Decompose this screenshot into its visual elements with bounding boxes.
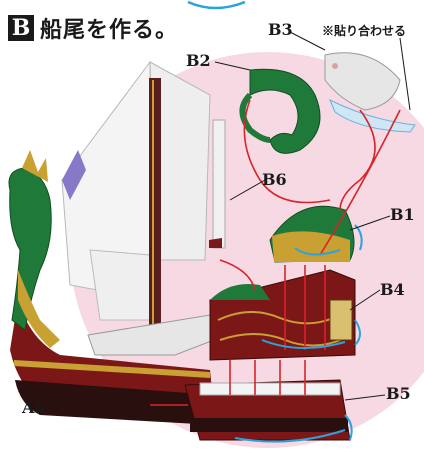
b3-head [324, 52, 401, 111]
step-header: B 船尾を作る。 [8, 12, 178, 44]
leader-b6 [229, 179, 266, 201]
leader-lines [34, 31, 411, 406]
b6-tab [209, 238, 222, 248]
b4-ornament [217, 310, 341, 325]
hull-bow-dark [15, 380, 215, 425]
note-glue: ※貼り合わせる [322, 24, 407, 38]
leader-a6 [34, 394, 66, 406]
step-title: 船尾を作る。 [40, 17, 179, 43]
step-badge: B [8, 15, 34, 41]
b5-band [190, 418, 348, 432]
arrow-b1-up [319, 109, 401, 256]
hull-gold-band [14, 360, 210, 378]
blue-b4 [261, 339, 346, 349]
arrow-b2-down [243, 99, 331, 204]
label-b5: B5 [386, 384, 411, 403]
dragon-crest [22, 150, 48, 182]
red-arrows [150, 99, 401, 406]
leader-b5 [344, 394, 386, 401]
mast-stripe [152, 80, 154, 326]
arrow-b6-b4 [219, 259, 256, 291]
blue-b1-right [354, 224, 363, 251]
b2-serpent [249, 68, 321, 154]
blue-arrows [234, 224, 363, 443]
blue-b5 [234, 429, 346, 443]
leader-b3 [289, 31, 326, 51]
leader-b1 [349, 215, 391, 231]
purple-sail-edge [62, 150, 86, 200]
label-b1: B1 [390, 205, 415, 224]
b6-piece [212, 119, 226, 249]
leader-b2 [214, 61, 251, 71]
mast [149, 78, 161, 328]
arrow-b3-b1 [339, 109, 376, 211]
top-blue-curve [187, 0, 246, 10]
label-b3: B3 [268, 20, 293, 39]
blue-b4-right [354, 319, 361, 346]
blue-b1 [294, 247, 341, 256]
b2-body [239, 92, 271, 143]
leader-note [399, 37, 411, 111]
leader-b4 [349, 289, 381, 311]
b3-eye [332, 63, 338, 69]
label-a6: A6 [22, 398, 46, 417]
dragon-gold [18, 270, 60, 348]
label-b4: B4 [380, 280, 405, 299]
deck [87, 314, 242, 356]
b5-tabs [199, 382, 341, 396]
lower-sail [89, 249, 151, 321]
label-b6: B6 [262, 170, 287, 189]
label-b2: B2 [186, 51, 211, 70]
b4-window [329, 299, 353, 341]
blue-b5-right [344, 414, 353, 441]
